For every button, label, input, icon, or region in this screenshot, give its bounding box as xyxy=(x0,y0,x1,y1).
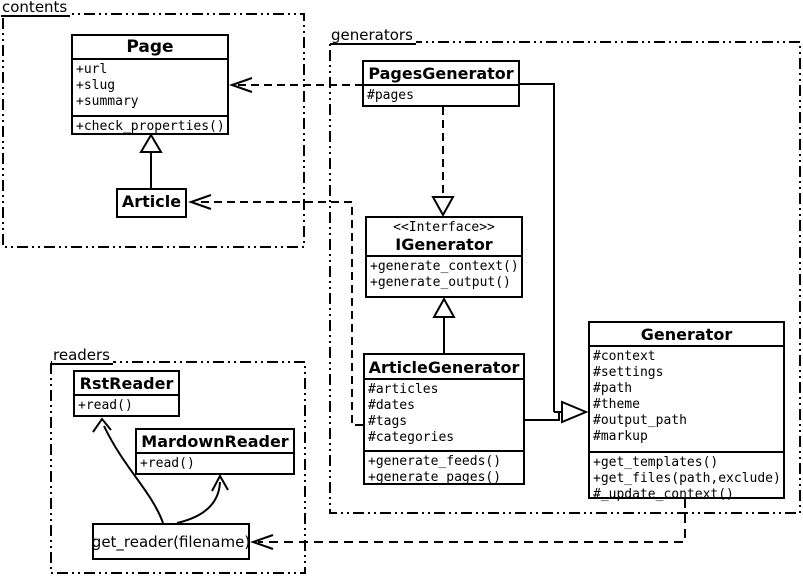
method: +get_templates() xyxy=(593,455,719,470)
class-box-page: Page +url+slug+summary +check_properties… xyxy=(71,34,229,135)
generator-attributes: #context#settings#path#theme#output_path… xyxy=(590,345,783,451)
class-box-igenerator: <<Interface>> IGenerator +generate_conte… xyxy=(365,216,523,298)
dependency-arrow-articlegenerator-to-article xyxy=(187,194,363,426)
method: +read() xyxy=(78,398,133,413)
inheritance-arrow-articlegenerator-to-igenerator xyxy=(432,296,456,353)
pagesgenerator-attributes: #pages xyxy=(364,84,518,138)
function-box-get-reader: get_reader(filename) xyxy=(92,523,250,560)
curved-arrow-getreader-to-rstreader xyxy=(92,417,164,524)
igenerator-methods: +generate_context()+generate_output() xyxy=(367,255,521,325)
contents-package-label: contents xyxy=(1,0,71,17)
attribute: +summary xyxy=(76,94,139,109)
attribute: #context xyxy=(593,349,656,364)
method: +generate_context() xyxy=(370,259,519,274)
method: +read() xyxy=(140,456,195,471)
inheritance-arrow-article-to-page xyxy=(139,133,163,188)
class-box-generator: Generator #context#settings#path#theme#o… xyxy=(588,321,785,502)
page-methods: +check_properties() xyxy=(73,115,227,169)
attribute: +slug xyxy=(76,78,116,93)
rstreader-methods: +read() xyxy=(75,394,178,448)
mardownreader-methods: +read() xyxy=(137,452,293,506)
class-box-mardownreader: MardownReader +read() xyxy=(135,428,295,475)
method: +generate_pages() xyxy=(368,470,502,485)
class-box-article: Article xyxy=(116,188,187,218)
attribute: #output_path xyxy=(593,413,687,428)
get-reader-label: get_reader(filename) xyxy=(91,532,251,551)
page-attributes: +url+slug+summary xyxy=(73,58,227,115)
dependency-arrow-generator-to-getreader xyxy=(249,499,686,550)
class-name-article: Article xyxy=(121,192,182,211)
class-name-articlegenerator: ArticleGenerator xyxy=(368,358,520,377)
contents-package-border xyxy=(2,13,305,248)
class-box-pagesgenerator: PagesGenerator #pages xyxy=(362,60,520,107)
igenerator-stereotype: <<Interface>> xyxy=(393,220,495,235)
generators-package-border xyxy=(329,41,801,514)
method: +get_files(path,exclude) xyxy=(593,471,781,486)
attribute: #dates xyxy=(368,398,415,413)
curved-arrow-getreader-to-mardownreader xyxy=(176,473,229,524)
attribute: +url xyxy=(76,62,108,77)
articlegenerator-attributes: #articles#dates#tags#categories xyxy=(365,378,523,450)
attribute: #categories xyxy=(368,430,455,445)
attribute: #pages xyxy=(367,88,414,103)
class-box-rstreader: RstReader +read() xyxy=(73,370,180,417)
method: +generate_feeds() xyxy=(368,454,502,469)
attribute: #theme xyxy=(593,397,640,412)
attribute: #settings xyxy=(593,365,664,380)
realization-arrow-pagesgenerator-to-igenerator xyxy=(431,107,455,218)
dependency-arrow-pagesgenerator-to-page xyxy=(228,77,363,93)
readers-package-label: readers xyxy=(52,347,113,365)
generators-package-label: generators xyxy=(330,27,416,45)
attribute: #tags xyxy=(368,414,408,429)
attribute: #articles xyxy=(368,382,439,397)
method: #_update_context() xyxy=(593,487,734,502)
method: +check_properties() xyxy=(76,119,225,134)
articlegenerator-methods: +generate_feeds()+generate_pages() xyxy=(365,450,523,520)
class-name-page: Page xyxy=(126,37,174,57)
method: +generate_output() xyxy=(370,275,511,290)
attribute: #path xyxy=(593,381,633,396)
class-name-generator: Generator xyxy=(640,325,733,344)
class-name-mardownreader: MardownReader xyxy=(141,432,289,451)
attribute: #markup xyxy=(593,429,648,444)
class-box-articlegenerator: ArticleGenerator #articles#dates#tags#ca… xyxy=(363,353,525,485)
class-name-igenerator: IGenerator xyxy=(395,235,493,254)
class-name-rstreader: RstReader xyxy=(79,374,174,393)
inheritance-arrow-to-generator xyxy=(520,83,589,424)
readers-package-border xyxy=(50,361,306,574)
generator-methods: +get_templates()+get_files(path,exclude)… xyxy=(590,451,783,537)
class-name-pagesgenerator: PagesGenerator xyxy=(368,64,514,83)
